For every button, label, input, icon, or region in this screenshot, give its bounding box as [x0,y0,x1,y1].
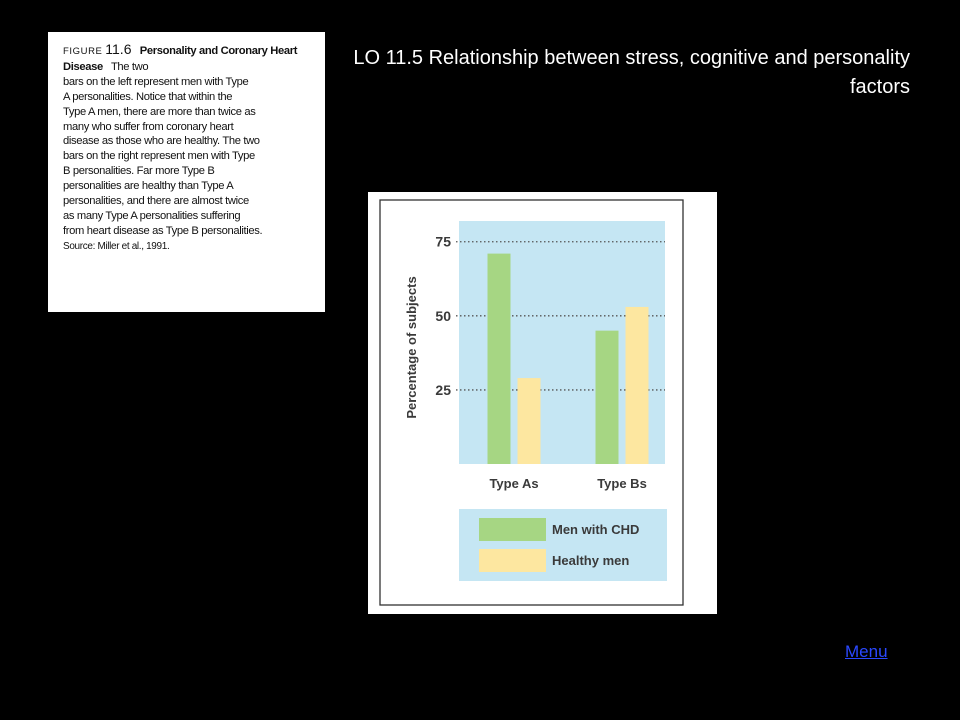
x-tick-label: Type As [489,476,538,491]
legend-swatch [479,549,546,572]
caption-line: many who suffer from coronary heart [63,120,234,133]
caption-line: personalities, and there are almost twic… [63,195,249,208]
y-tick-label: 50 [435,308,451,324]
y-tick-label: 25 [435,382,451,398]
caption-line: bars on the left represent men with Type [63,75,249,88]
caption-line: from heart disease as Type B personaliti… [63,224,263,237]
caption-line: disease as those who are healthy. The tw… [63,135,260,148]
caption-line: B personalities. Far more Type B [63,165,215,178]
legend-label: Healthy men [552,553,629,568]
caption-source: Source: Miller et al., 1991. [63,240,170,252]
chart-frame-border [379,199,684,606]
bar-healthy-type-a [517,378,541,464]
bar-healthy-type-b [625,306,649,464]
figure-number: 11.6 [105,41,132,57]
y-axis-label: Percentage of subjects [404,276,419,418]
y-tick-label: 75 [435,234,451,250]
figure-title: Personality and Coronary Heart Disease [63,45,298,73]
x-tick-label: Type Bs [597,476,647,491]
bar-chd-type-b [595,330,619,464]
caption-line: bars on the right represent men with Typ… [63,150,255,163]
caption-line: as many Type A personalities suffering [63,209,241,222]
figure-caption: FIGURE 11.6 Personality and Coronary Hea… [48,32,325,312]
caption-line: A personalities. Notice that within the [63,90,233,103]
slide-title: LO 11.5 Relationship between stress, cog… [353,47,910,98]
caption-line: Type A men, there are more than twice as [63,105,256,118]
legend-swatch [479,518,546,541]
caption-line: The two [110,60,149,73]
caption-line: personalities are healthy than Type A [63,180,234,193]
bar-chd-type-a [487,253,511,464]
menu-link[interactable]: Menu [845,642,888,661]
figure-label: FIGURE [63,46,103,57]
legend-label: Men with CHD [552,522,639,537]
